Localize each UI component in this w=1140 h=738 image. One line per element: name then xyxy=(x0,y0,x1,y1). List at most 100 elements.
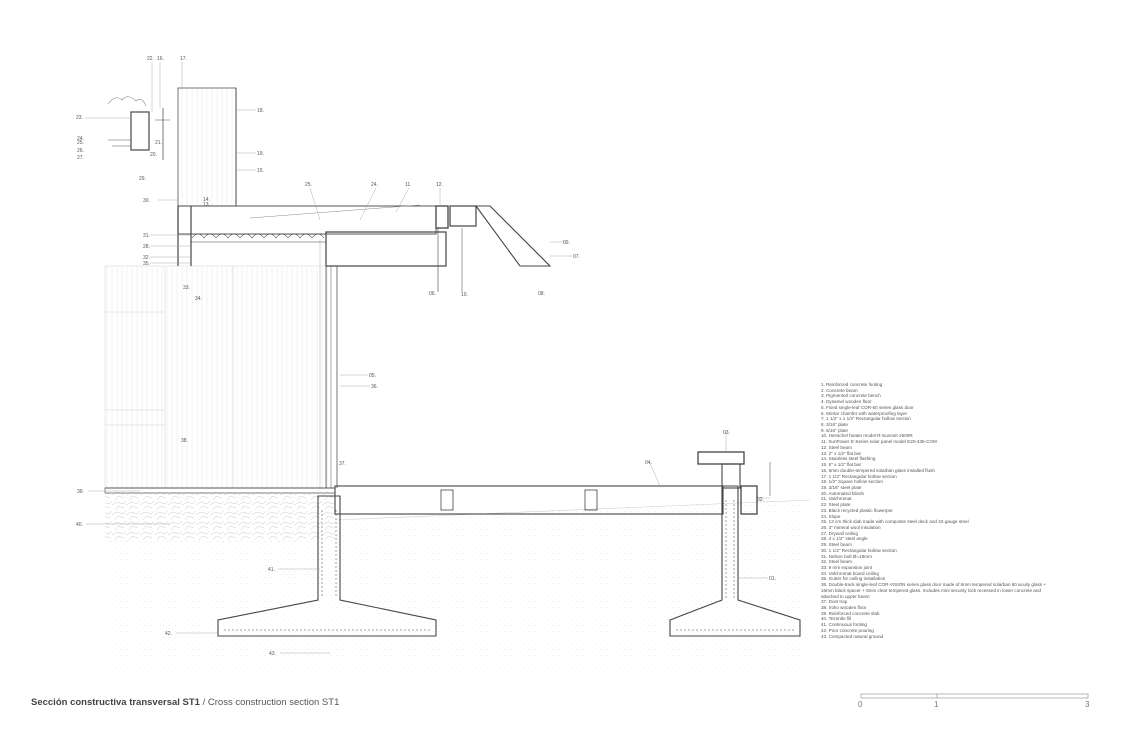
callout-07: 07. xyxy=(573,254,580,260)
legend-item: 11. SunPower E-Series solar panel model … xyxy=(821,439,937,445)
callout-24-upper: 24. xyxy=(77,136,84,142)
callout-30: 30. xyxy=(143,198,150,204)
legend-item: 7. 1 1/2" x 1 1/2" Rectangular hollow se… xyxy=(821,416,911,422)
callout-23: 23. xyxy=(76,115,83,121)
legend-item: 14. Stainless steel flashing xyxy=(821,456,876,462)
callout-38: 38. xyxy=(181,438,188,444)
legend-item: 33. 9 mm expansion joint xyxy=(821,565,873,570)
callout-29: 29. xyxy=(139,176,146,182)
legend-item: 5. Fixed single-leaf COR-60 series glass… xyxy=(821,404,914,410)
scale-label-3: 3 xyxy=(1085,700,1090,709)
legend-item: 38. Iroko wooden floor xyxy=(821,605,867,611)
right-footing-and-bench xyxy=(669,451,801,637)
drawing-caption: Sección constructiva transversal ST1 / C… xyxy=(31,697,339,708)
legend-item: 27. Drywall ceiling xyxy=(821,530,859,536)
legend-item: 43. Compacted natural ground xyxy=(821,633,884,639)
legend-item: 15. 6" x 1/2" flat bar xyxy=(821,462,862,468)
callout-32: 32. xyxy=(143,255,150,261)
callout-16: 16. xyxy=(157,56,164,62)
callout-31: 31. xyxy=(143,233,150,239)
callout-43: 43. xyxy=(269,651,276,657)
callout-14: 14. xyxy=(203,197,210,203)
legend-item: 19. 3/16" steel plate xyxy=(821,484,862,490)
callout-39: 39. xyxy=(77,489,84,495)
callout-13: 13. xyxy=(203,202,210,208)
legend-list: 1. Reinforced concrete footing 2. Concre… xyxy=(821,382,1061,639)
legend-item: 34. Valchromat board ceiling xyxy=(821,570,879,576)
scale-bar xyxy=(860,693,1089,699)
callout-40: 40. xyxy=(76,522,83,528)
legend-item: 22. Steel plate xyxy=(821,502,851,508)
legend-item: 9. 5/16" plate xyxy=(821,427,848,433)
legend-item: 31. Nelson bolt Ø=19mm xyxy=(821,553,872,559)
floor-slab xyxy=(104,485,724,515)
interior-wall-panels xyxy=(104,240,328,489)
scale-label-1: 1 xyxy=(934,700,939,709)
callout-17: 17. xyxy=(180,56,187,62)
left-footing xyxy=(217,495,437,637)
legend-item: 17. 1 1/2" Rectangular hollow section xyxy=(821,473,897,479)
callout-18: 18. xyxy=(257,108,264,114)
callout-37: 37. xyxy=(339,461,346,467)
callout-15: 15. xyxy=(257,168,264,174)
legend-item: 41. Continuous footing xyxy=(821,622,867,628)
callout-11: 11. xyxy=(405,182,412,188)
legend-item: 29. Steel beam xyxy=(821,542,852,548)
legend-item: 16. 6mm double-tempered solarban glass i… xyxy=(821,467,935,473)
callout-27: 27. xyxy=(77,155,84,161)
callout-12: 12. xyxy=(436,182,443,188)
scale-label-0: 0 xyxy=(858,700,863,709)
callout-25-upper: 25. xyxy=(77,140,84,146)
callout-25: 25. xyxy=(305,182,312,188)
legend-item: 1. Reinforced concrete footing xyxy=(821,382,883,387)
legend-item: 21. Valchromat xyxy=(821,496,852,502)
legend-item: 39. Reinforced concrete slab xyxy=(821,610,880,616)
callout-26: 26. xyxy=(77,148,84,154)
legend-item: 6. Mortar chamfer with waterproofing lay… xyxy=(821,410,908,416)
callout-06: 06. xyxy=(429,291,436,297)
legend-item: 2. Concrete beam xyxy=(821,387,858,393)
callout-28: 28. xyxy=(143,244,150,250)
legend-item: 37. Dust trap xyxy=(821,599,848,605)
legend-item: 18. 1/2" Square hollow section xyxy=(821,479,883,485)
callout-21: 21. xyxy=(155,140,162,146)
legend-item: 8. 3/16" plate xyxy=(821,422,848,428)
legend-item: 20. Automated blinds xyxy=(821,490,864,496)
callout-05: 05. xyxy=(369,373,376,379)
callout-03: 03. xyxy=(723,430,730,436)
glass-door xyxy=(325,266,338,488)
legend-item: 23. Black recycled plastic flowerpot xyxy=(821,507,893,513)
legend-item: 10. Henschel heater model R-Summit-2600R xyxy=(821,433,913,439)
legend-item: 42. Poor concrete pouring xyxy=(821,627,874,633)
callout-33: 33. xyxy=(183,285,190,291)
callout-41: 41. xyxy=(268,567,275,573)
legend-item: 24. Slope xyxy=(821,513,841,519)
callout-09: 09. xyxy=(563,240,570,246)
callout-01: 01. xyxy=(769,576,776,582)
upper-wall-and-planter xyxy=(107,87,237,266)
legend-item: 35. Gutter for ceiling installation xyxy=(821,576,886,582)
caption-subtitle: / Cross construction section ST1 xyxy=(199,697,340,708)
legend-item: 4. Dysamel wooden floor xyxy=(821,399,872,405)
callout-36: 36. xyxy=(371,384,378,390)
legend-item: 12. Steel beam xyxy=(821,444,852,450)
leader-lines xyxy=(85,62,770,654)
callout-35: 35. xyxy=(143,261,150,267)
roof-slab-and-canopy xyxy=(177,88,552,292)
callout-42: 42. xyxy=(165,631,172,637)
legend-item: 32. Steel beam xyxy=(821,559,852,565)
legend-item: 36. Double-track single-leaf COR-VISION … xyxy=(821,582,1047,599)
callout-24: 24. xyxy=(371,182,378,188)
callout-08: 08. xyxy=(538,291,545,297)
callout-19: 19. xyxy=(257,151,264,157)
legend-item: 26. 3" mineral wool insulation xyxy=(821,524,881,530)
callout-labels: 01. 02. 03. 04. 05. 06. 07. 08. 09. 10. … xyxy=(76,56,776,657)
caption-title: Sección constructiva transversal ST1 xyxy=(31,697,200,708)
legend-item: 30. 1 1/2" Rectangular hollow section xyxy=(821,547,897,553)
legend-item: 13. 2" x 1/2" flat bar xyxy=(821,450,862,456)
callout-10: 10. xyxy=(461,292,468,298)
legend-item: 3. Pigmented concrete bench xyxy=(821,393,881,399)
legend-item: 25. 12 cm thick slab made with composite… xyxy=(821,519,969,525)
ground-fill xyxy=(105,492,811,668)
